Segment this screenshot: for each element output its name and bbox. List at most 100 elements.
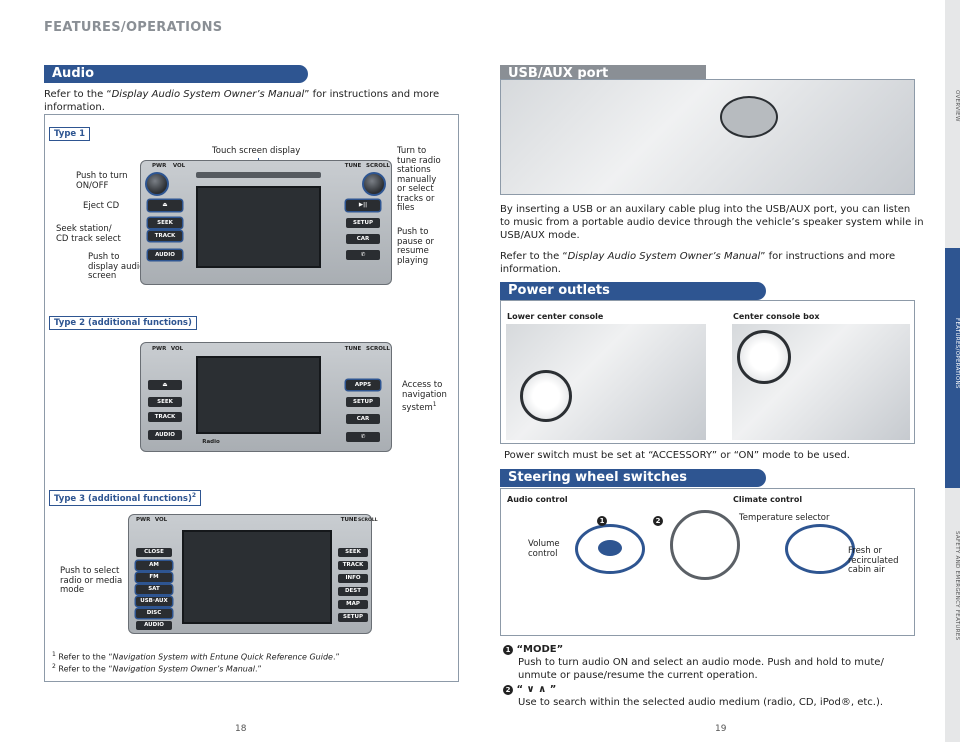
- type2-track-button[interactable]: TRACK: [148, 412, 182, 422]
- power-figure-frame: [500, 300, 915, 444]
- tune-knob[interactable]: [362, 172, 386, 196]
- track-button[interactable]: TRACK: [148, 231, 182, 241]
- type2-phone-button[interactable]: ✆: [346, 432, 380, 442]
- type3-tag: Type 3 (additional functions)2: [49, 490, 202, 506]
- am-button[interactable]: AM: [136, 561, 172, 570]
- setup-button[interactable]: SETUP: [346, 218, 380, 228]
- eject-label: Eject CD: [83, 201, 120, 211]
- temperature-selector-label: Temperature selector: [739, 513, 830, 523]
- sat-button[interactable]: SAT: [136, 585, 172, 594]
- lower-console-label: Lower center console: [507, 312, 604, 321]
- eject-button[interactable]: ⏏: [148, 200, 182, 211]
- type3-vol-label: VOL: [154, 517, 168, 523]
- callout-2: 2: [653, 508, 663, 527]
- callout-1: 1: [597, 508, 607, 527]
- tune-label: TUNE: [344, 163, 362, 169]
- type2-car-button[interactable]: CAR: [346, 414, 380, 424]
- dest-button[interactable]: DEST: [338, 587, 368, 596]
- power-heading: Power outlets: [500, 282, 766, 300]
- type2-eject-button[interactable]: ⏏: [148, 380, 182, 390]
- scroll-label: SCROLL: [366, 163, 390, 169]
- page-number-right: 19: [715, 724, 727, 734]
- audio-button[interactable]: AUDIO: [148, 250, 182, 260]
- type3-pwr-label: PWR: [136, 517, 151, 523]
- type2-scroll-label: SCROLL: [366, 346, 390, 352]
- type3-setup-button[interactable]: SETUP: [338, 613, 368, 622]
- item-1-text: Push to turn audio ON and select an audi…: [518, 657, 884, 681]
- radio-label: Radio: [202, 439, 220, 445]
- side-tab-features[interactable]: FEATURES/OPERATIONS: [945, 248, 960, 488]
- type2-seek-button[interactable]: SEEK: [148, 397, 182, 407]
- car-button[interactable]: CAR: [346, 234, 380, 244]
- steering-figure-frame: [500, 488, 915, 636]
- item-2-text: Use to search within the selected audio …: [518, 697, 884, 708]
- cd-slot: [196, 172, 321, 178]
- center-outlet-icon: [737, 330, 791, 384]
- type3-tune-label: TUNE: [340, 517, 358, 523]
- usb-port-photo: [500, 79, 915, 195]
- item-1-title: 1 “MODE”: [503, 643, 563, 656]
- seek-button[interactable]: SEEK: [148, 218, 182, 228]
- usb-para-2: Refer to the “Display Audio System Owner…: [500, 251, 896, 275]
- usb-heading: USB/AUX port: [500, 65, 706, 83]
- audio-switch-pad[interactable]: [575, 524, 645, 574]
- climate-switch-pad[interactable]: [785, 524, 855, 574]
- seek-label: Seek station/CD track select: [56, 224, 121, 244]
- type2-vol-label: VOL: [170, 346, 184, 352]
- play-pause-button[interactable]: ▶||: [346, 200, 380, 211]
- usb-para-1: By inserting a USB or an auxilary cable …: [500, 204, 924, 241]
- power-note: Power switch must be set at “ACCESSORY” …: [504, 450, 850, 461]
- type3-track-button[interactable]: TRACK: [338, 561, 368, 570]
- disc-button[interactable]: DISC: [136, 609, 172, 618]
- type2-tune-label: TUNE: [344, 346, 362, 352]
- info-button[interactable]: INFO: [338, 574, 368, 583]
- usb-aux-button[interactable]: USB·AUX: [136, 597, 172, 606]
- close-button[interactable]: CLOSE: [136, 548, 172, 557]
- footnote-2: 2 Refer to the “Navigation System Owner’…: [52, 663, 262, 674]
- lower-outlet-icon: [520, 370, 572, 422]
- volume-knob[interactable]: [145, 172, 169, 196]
- mode-button[interactable]: [598, 540, 622, 556]
- type3-audio-button[interactable]: AUDIO: [136, 621, 172, 630]
- page-number-left: 18: [235, 724, 247, 734]
- type2-touch-screen[interactable]: [196, 356, 321, 434]
- steering-wheel-hub: [670, 510, 740, 580]
- map-button[interactable]: MAP: [338, 600, 368, 609]
- footnote-1: 1 Refer to the “Navigation System with E…: [52, 651, 340, 662]
- type3-scroll-label: SCROLL: [358, 518, 378, 523]
- side-tab-overview[interactable]: OVERVIEW: [945, 0, 960, 245]
- type2-setup-button[interactable]: SETUP: [346, 397, 380, 407]
- page-header-title: FEATURES/OPERATIONS: [44, 20, 223, 35]
- climate-control-label: Climate control: [733, 495, 803, 504]
- vol-label: VOL: [172, 163, 186, 169]
- touch-screen-label: Touch screen display: [212, 146, 301, 156]
- type2-audio-button[interactable]: AUDIO: [148, 430, 182, 440]
- center-console-label: Center console box: [733, 312, 820, 321]
- type2-pwr-label: PWR: [152, 346, 167, 352]
- type2-tag: Type 2 (additional functions): [49, 316, 197, 330]
- type1-touch-screen[interactable]: [196, 186, 321, 268]
- phone-button[interactable]: ✆: [346, 250, 380, 260]
- apps-button[interactable]: APPS: [346, 380, 380, 390]
- pwr-label: PWR: [152, 163, 167, 169]
- audio-intro: Refer to the “Display Audio System Owner…: [44, 89, 440, 113]
- steering-heading: Steering wheel switches: [500, 469, 766, 487]
- audio-control-label: Audio control: [507, 495, 568, 504]
- audio-heading: Audio: [44, 65, 308, 83]
- fm-button[interactable]: FM: [136, 573, 172, 582]
- type3-seek-button[interactable]: SEEK: [338, 548, 368, 557]
- audio-figure-frame: [44, 114, 459, 682]
- side-tab-safety[interactable]: SAFETY AND EMERGENCY FEATURES: [945, 491, 960, 742]
- type1-tag: Type 1: [49, 127, 91, 141]
- item-2-title: 2 “ ∨ ∧ ”: [503, 683, 556, 696]
- type3-touch-screen[interactable]: [182, 530, 332, 624]
- usb-port-closeup: [720, 96, 778, 138]
